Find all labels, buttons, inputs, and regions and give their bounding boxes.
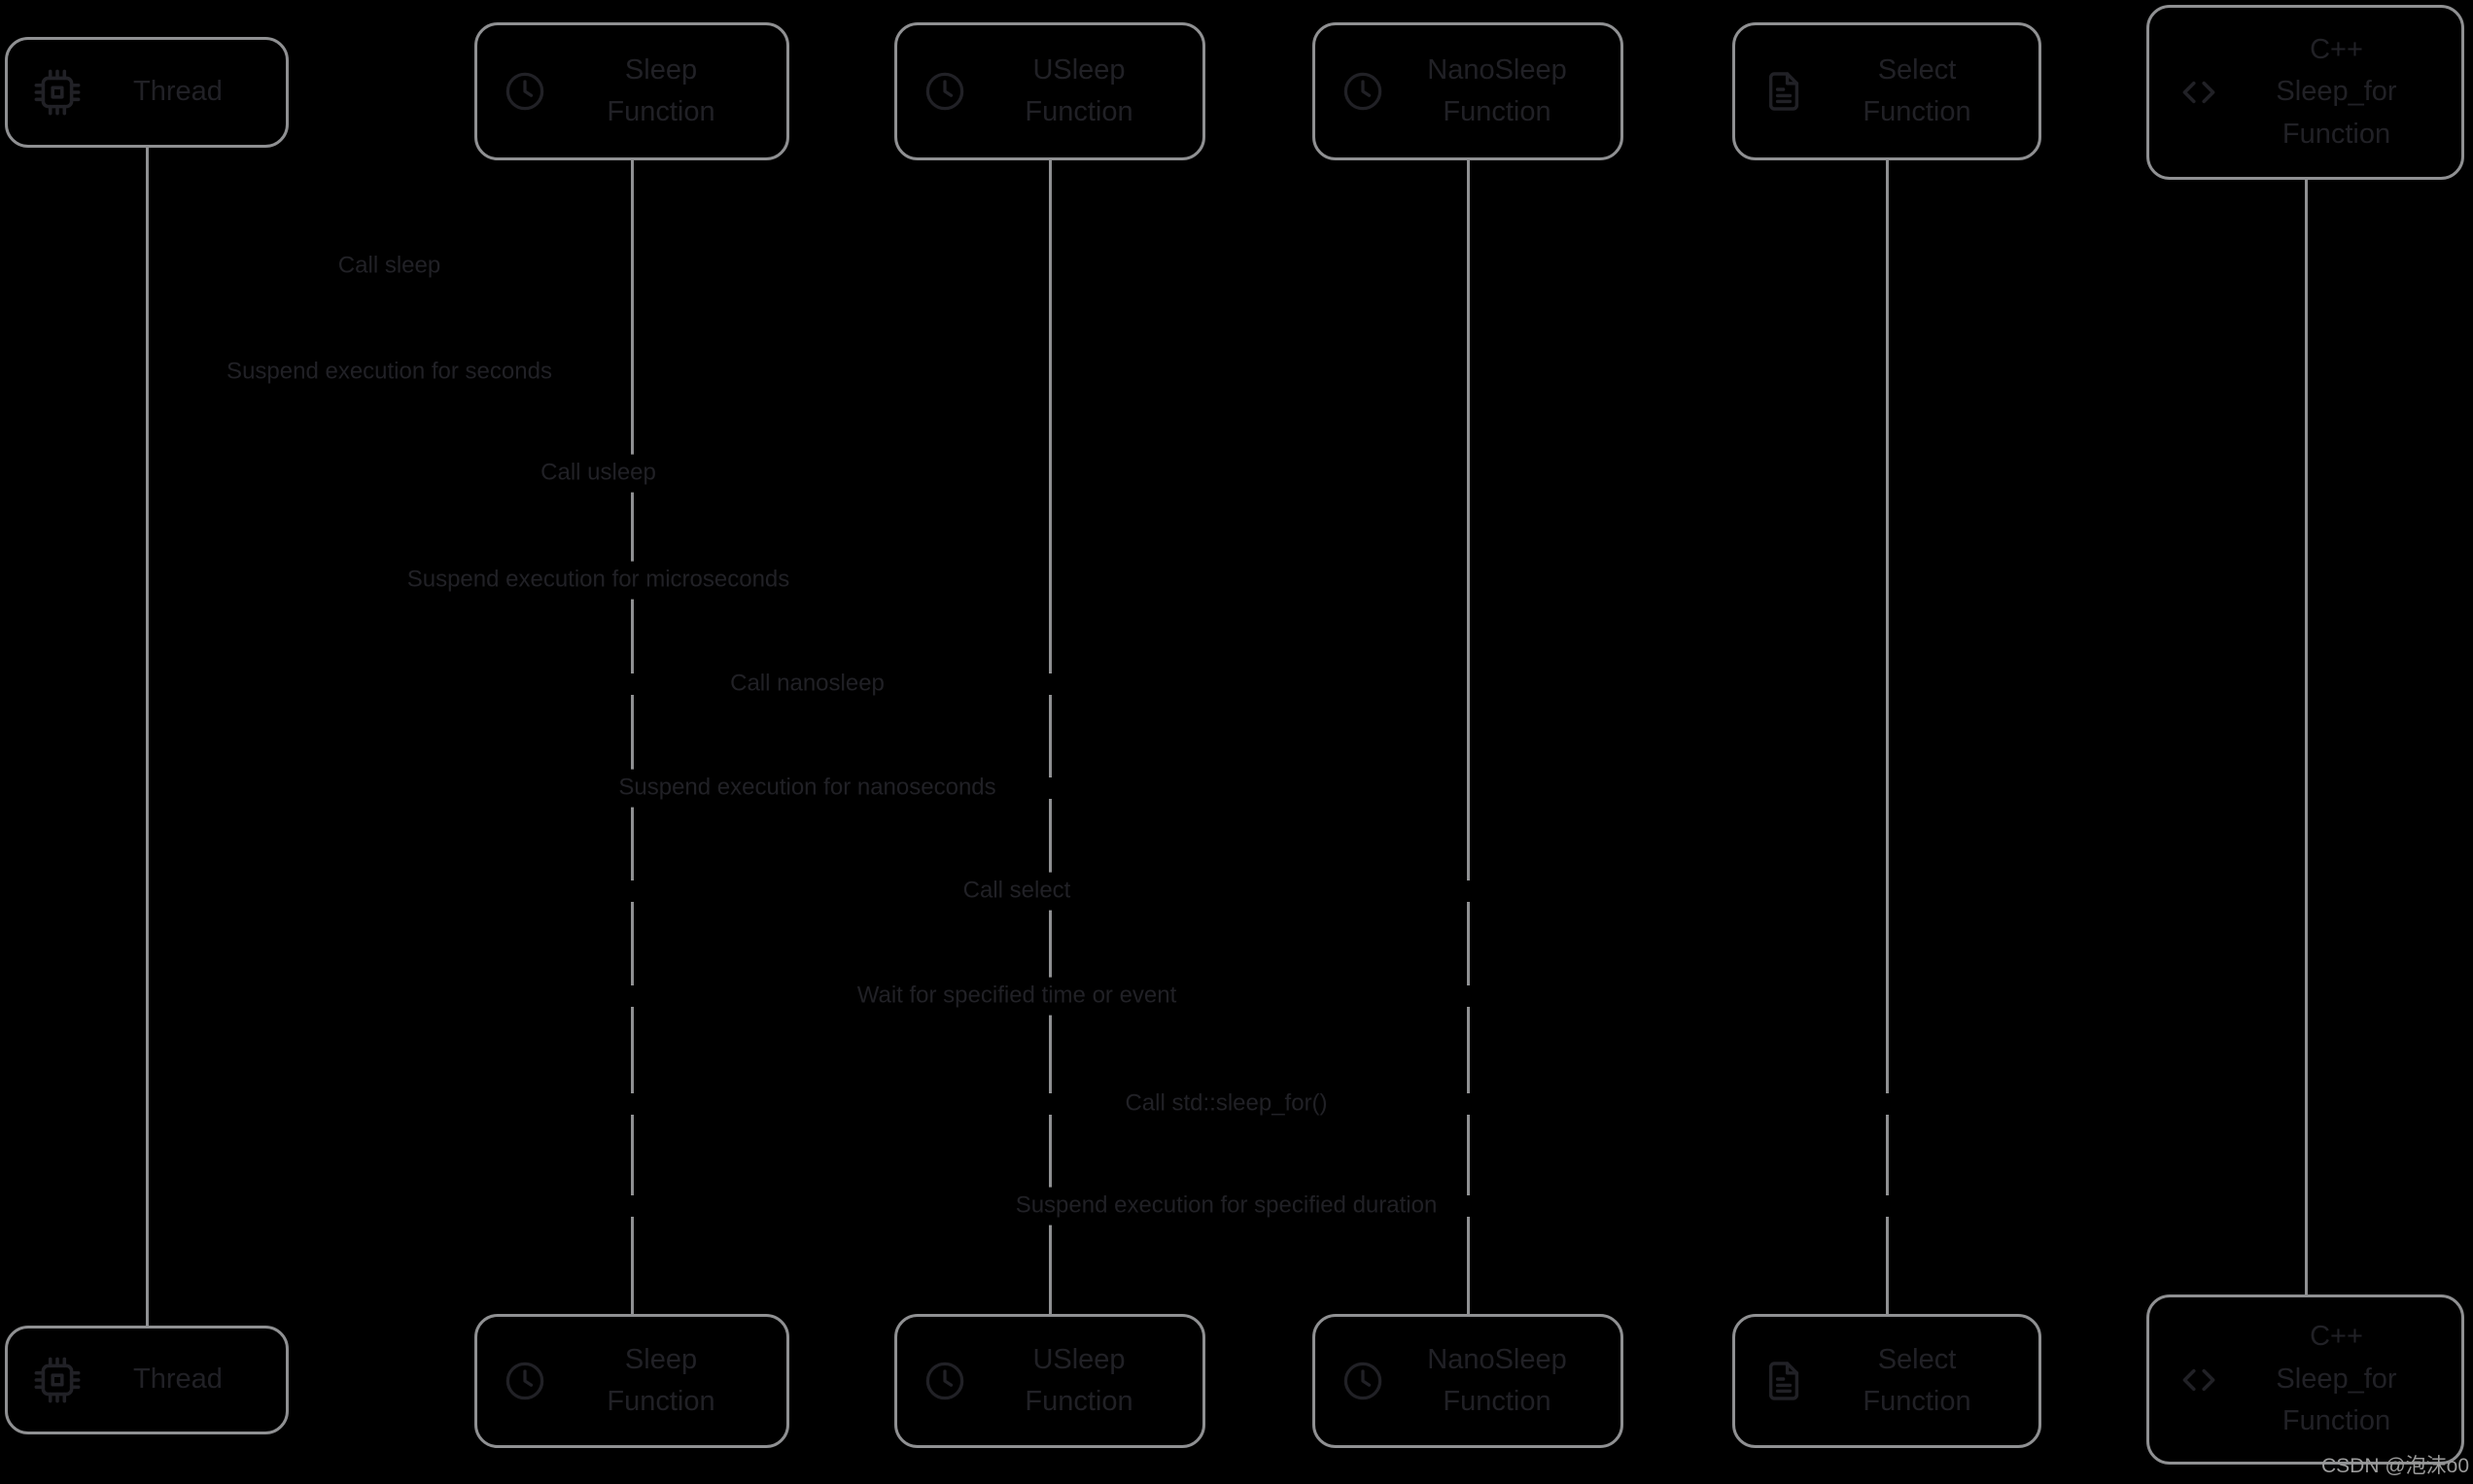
message-label-7: Call select bbox=[951, 872, 1083, 911]
file-text-icon bbox=[1760, 1358, 1807, 1404]
actor-label-line: Select bbox=[1877, 53, 1957, 86]
clock-icon bbox=[503, 1359, 547, 1403]
lifeline-select bbox=[1885, 158, 1889, 1316]
actor-label-line: Sleep_for bbox=[2276, 76, 2397, 108]
actor-label-line: Function bbox=[1025, 1386, 1133, 1417]
cpu-icon bbox=[33, 1356, 82, 1404]
actor-label-line: Function bbox=[2281, 118, 2391, 150]
actor-label-line: C++ bbox=[2310, 33, 2363, 65]
lifeline-sleep bbox=[630, 158, 634, 1316]
actor-label-line: Function bbox=[607, 1386, 715, 1417]
actor-label-line: Function bbox=[1443, 96, 1551, 127]
clock-icon bbox=[503, 69, 547, 114]
actor-label-line: Select bbox=[1877, 1343, 1957, 1375]
code-icon bbox=[2175, 68, 2223, 117]
actor-label-line: Function bbox=[607, 96, 715, 127]
lifeline-thread bbox=[145, 146, 149, 1328]
file-text-icon bbox=[1760, 68, 1807, 115]
actor-top-box-thread: Thread bbox=[5, 37, 289, 148]
actor-label-line: Thread bbox=[133, 76, 223, 108]
actor-label-line: Function bbox=[1025, 96, 1133, 127]
actor-label-line: C++ bbox=[2310, 1321, 2363, 1353]
message-label-9: Call std::sleep_for() bbox=[1113, 1085, 1340, 1123]
message-label-6: Suspend execution for nanoseconds bbox=[607, 769, 1008, 808]
csdn-watermark: CSDN @泡沫o0 bbox=[2320, 1455, 2469, 1477]
message-label-4: Suspend execution for microseconds bbox=[395, 561, 802, 600]
actor-label-line: Sleep bbox=[624, 53, 698, 86]
actor-label-line: Function bbox=[1863, 1386, 1971, 1417]
clock-icon bbox=[1341, 69, 1385, 114]
actor-label-line: Sleep_for bbox=[2276, 1363, 2397, 1395]
message-label-10: Suspend execution for specified duration bbox=[1003, 1187, 1449, 1225]
clock-icon bbox=[1341, 1359, 1385, 1403]
message-label-5: Call nanosleep bbox=[718, 665, 896, 704]
actor-label-thread: Thread bbox=[82, 71, 286, 114]
message-label-8: Wait for specified time or event bbox=[845, 977, 1189, 1016]
actor-label-line: USleep bbox=[1032, 53, 1126, 86]
message-label-3: Call usleep bbox=[529, 454, 668, 493]
code-icon bbox=[2175, 1356, 2223, 1404]
actor-label-thread: Thread bbox=[82, 1359, 286, 1401]
message-label-2: Suspend execution for seconds bbox=[215, 353, 564, 392]
actor-label-line: Thread bbox=[133, 1363, 223, 1396]
lifeline-nanosleep bbox=[1466, 158, 1470, 1316]
clock-icon bbox=[923, 1359, 967, 1403]
actor-label-line: Function bbox=[1863, 96, 1971, 127]
lifeline-usleep bbox=[1048, 158, 1052, 1316]
actor-label-line: USleep bbox=[1032, 1343, 1126, 1375]
cpu-icon bbox=[33, 68, 82, 117]
actor-label-line: NanoSleep bbox=[1427, 1343, 1567, 1375]
actor-label-line: NanoSleep bbox=[1427, 53, 1567, 86]
message-label-1: Call sleep bbox=[326, 247, 453, 286]
actor-label-line: Function bbox=[1443, 1386, 1551, 1417]
actor-label-line: Sleep bbox=[624, 1343, 698, 1375]
actor-bottom-box-thread: Thread bbox=[5, 1326, 289, 1434]
clock-icon bbox=[923, 69, 967, 114]
actor-label-line: Function bbox=[2281, 1405, 2391, 1437]
lifeline-cpp-sleep-for bbox=[2304, 178, 2308, 1296]
